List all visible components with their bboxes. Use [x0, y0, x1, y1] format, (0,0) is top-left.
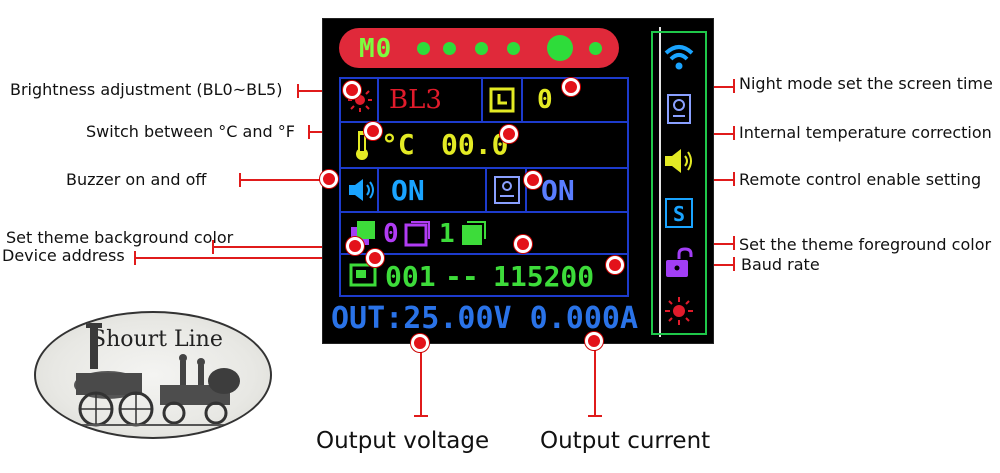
mode-label: M0 — [359, 34, 393, 64]
temp-correction-value[interactable]: 00.0 — [441, 128, 509, 161]
theme-box-icon — [404, 221, 430, 247]
sun-icon[interactable] — [663, 295, 695, 327]
callout-dot — [320, 170, 338, 188]
indicator-dot — [417, 42, 430, 55]
lock-icon[interactable] — [663, 247, 695, 279]
buzzer-value[interactable]: ON — [391, 174, 425, 207]
callout-unit-switch: Switch between °C and °F — [86, 122, 295, 141]
wifi-icon[interactable] — [663, 41, 695, 73]
address-icon[interactable] — [349, 263, 379, 289]
settings-panel: BL3 0 °C 00.0 ON ON — [339, 77, 629, 297]
callout-output-current: Output current — [540, 428, 711, 454]
remote-value[interactable]: ON — [541, 174, 575, 207]
indicator-dot — [475, 42, 488, 55]
callout-device-address: Device address — [2, 246, 125, 265]
remote-icon[interactable] — [493, 175, 521, 205]
callout-dot — [343, 81, 361, 99]
theme-fg-value[interactable]: 1 — [439, 219, 455, 249]
callout-temp-correction: Internal temperature correction — [739, 123, 992, 142]
callout-dot — [585, 332, 603, 350]
callout-dot — [524, 171, 542, 189]
brand-logo: Shourt Line — [34, 311, 272, 439]
clock-icon[interactable] — [489, 87, 515, 113]
separator: -- — [445, 260, 479, 293]
device-screen: M0 BL3 — [322, 18, 714, 344]
s-icon[interactable]: S — [663, 197, 695, 229]
callout-baud-rate: Baud rate — [741, 255, 820, 274]
remote-icon[interactable] — [663, 93, 695, 125]
callout-dot — [346, 237, 364, 255]
theme-fg-icon[interactable] — [459, 219, 487, 247]
callout-dot — [500, 125, 518, 143]
callout-dot — [606, 256, 624, 274]
indicator-dot — [589, 42, 602, 55]
indicator-dot — [507, 42, 520, 55]
callout-brightness: Brightness adjustment (BL0~BL5) — [10, 80, 283, 99]
brightness-value[interactable]: BL3 — [389, 85, 442, 115]
callout-dot — [411, 334, 429, 352]
theme-bg-value[interactable]: 0 — [383, 219, 399, 249]
callout-night-mode: Night mode set the screen time — [739, 74, 993, 93]
indicator-dot — [443, 42, 456, 55]
callout-theme-fg: Set the theme foreground color — [739, 235, 992, 254]
divider — [659, 27, 661, 337]
callout-output-voltage: Output voltage — [316, 428, 490, 454]
callout-dot — [364, 122, 382, 140]
callout-dot — [514, 235, 532, 253]
callout-remote: Remote control enable setting — [739, 170, 982, 189]
indicator-dot-active — [547, 35, 573, 61]
locomotive-icon — [56, 323, 256, 427]
night-time-value[interactable]: 0 — [537, 85, 553, 115]
logo-text: Shourt Line — [91, 327, 223, 352]
thermometer-icon[interactable] — [351, 129, 373, 161]
callout-buzzer: Buzzer on and off — [66, 170, 207, 189]
callout-dot — [366, 249, 384, 267]
callout-dot — [562, 78, 580, 96]
temp-unit[interactable]: °C — [381, 128, 415, 161]
svg-text:S: S — [673, 202, 685, 226]
speaker-icon[interactable] — [347, 177, 377, 203]
speaker-icon[interactable] — [663, 145, 695, 177]
output-readout: OUT:25.00V 0.000A — [331, 301, 639, 336]
address-value[interactable]: 001 — [385, 260, 436, 293]
mode-bar: M0 — [339, 28, 619, 68]
callout-theme-bg: Set theme background color — [6, 228, 234, 247]
sidebar: S — [651, 31, 707, 335]
baud-value[interactable]: 115200 — [493, 260, 595, 293]
